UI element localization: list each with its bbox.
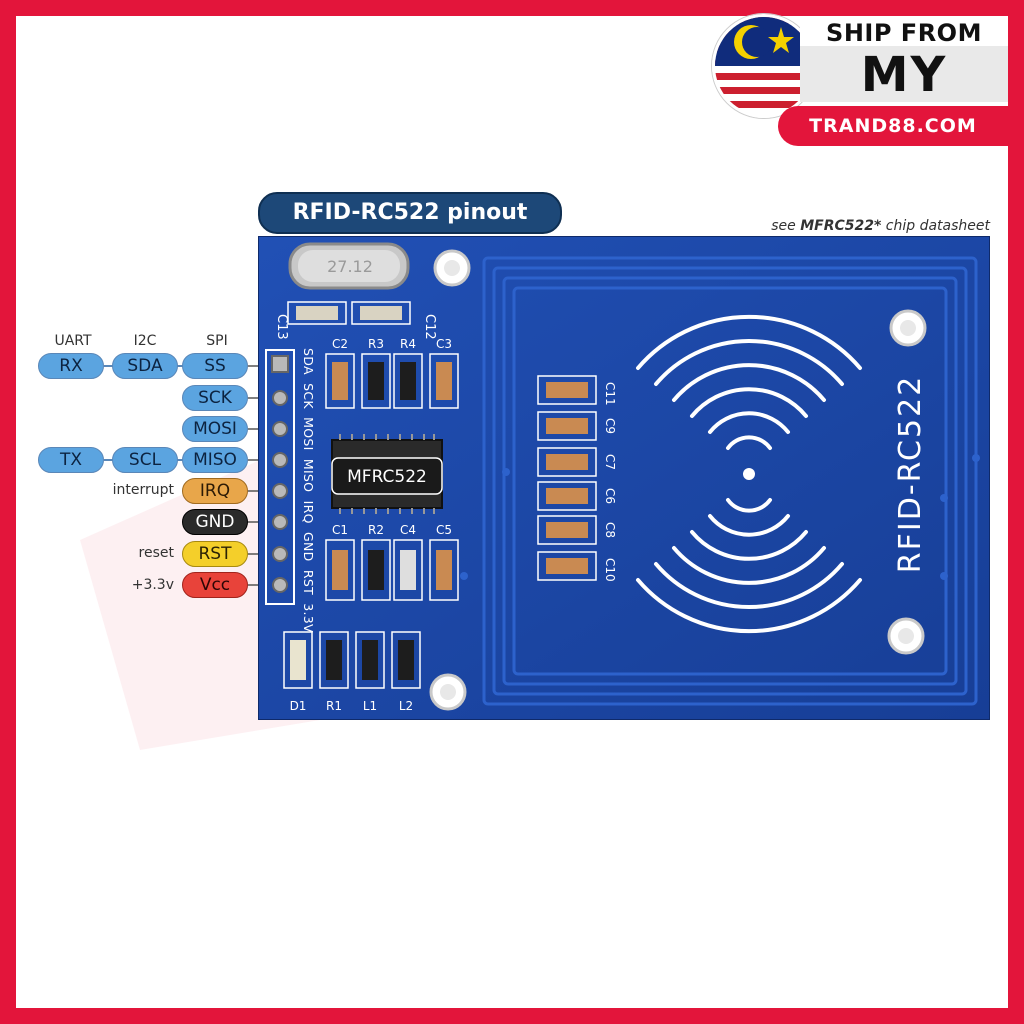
bottom-comp-label-3: C4	[400, 523, 416, 537]
low-comp-label-4: L2	[399, 699, 413, 713]
top-comp-label-3: R4	[400, 337, 416, 351]
low-comp-label-3: L1	[363, 699, 377, 713]
spi-sck-label: SCK	[182, 385, 248, 411]
chip-label: MFRC522	[347, 467, 427, 487]
supply-voltage-label: +3.3v	[131, 577, 174, 593]
uart-header: UART	[54, 333, 92, 349]
c13-label: C13	[274, 314, 289, 340]
datasheet-note: see MFRC522* chip datasheet	[771, 218, 990, 234]
crystal-label: 27.12	[327, 257, 373, 276]
top-comp-label-4: C3	[436, 337, 452, 351]
uart-rx-label: RX	[38, 353, 104, 379]
spi-miso-label: MISO	[182, 447, 248, 473]
spi-ss-label: SS	[182, 353, 248, 379]
right-comp-label-5: C8	[603, 522, 617, 538]
spi-header: SPI	[206, 333, 228, 349]
irq-pin-label: IRQ	[182, 478, 248, 504]
spi-mosi-label: MOSI	[182, 416, 248, 442]
ship-from-label: SHIP FROM	[800, 18, 1008, 47]
i2c-sda-label: SDA	[112, 353, 178, 379]
malaysia-flag-icon	[712, 14, 816, 118]
bottom-comp-label-1: C1	[332, 523, 348, 537]
right-comp-label-2: C9	[603, 418, 617, 434]
right-comp-label-6: C10	[603, 558, 617, 582]
wireless-signal-icon	[636, 314, 862, 634]
mounting-holes	[429, 249, 927, 711]
site-url-label: TRAND88.COM	[778, 106, 1008, 146]
right-comp-label-4: C6	[603, 488, 617, 504]
right-comp-label-3: C7	[603, 454, 617, 470]
pin-connector-lines	[104, 365, 262, 586]
c12-label: C12	[422, 314, 437, 340]
i2c-scl-label: SCL	[112, 447, 178, 473]
mfrc522-chip: MFRC522	[331, 434, 443, 514]
low-comp-label-2: R1	[326, 699, 342, 713]
gnd-pin-label: GND	[182, 509, 248, 535]
header-pin-labels: SDA SCK MOSI MISO IRQ GND RST 3.3V	[301, 348, 316, 633]
vcc-pin-label: Vcc	[182, 572, 248, 598]
rst-pin-label: RST	[182, 541, 248, 567]
rc522-board: 27.12 C13 C12 SDA SCK MOSI MISO IRQ GND …	[258, 236, 990, 720]
top-comp-label-1: C2	[332, 337, 348, 351]
board-name-label: RFID-RC522	[893, 375, 928, 573]
low-comp-label-1: D1	[290, 699, 307, 713]
bottom-comp-label-2: R2	[368, 523, 384, 537]
uart-tx-label: TX	[38, 447, 104, 473]
top-comp-label-2: R3	[368, 337, 384, 351]
i2c-header: I2C	[133, 333, 157, 349]
diagram-title: RFID-RC522 pinout	[258, 192, 562, 234]
bottom-comp-label-4: C5	[436, 523, 452, 537]
right-comp-label-1: C11	[603, 382, 617, 406]
reset-label: reset	[138, 545, 174, 561]
interrupt-label: interrupt	[112, 482, 174, 498]
ship-country-label: MY	[800, 46, 1008, 103]
